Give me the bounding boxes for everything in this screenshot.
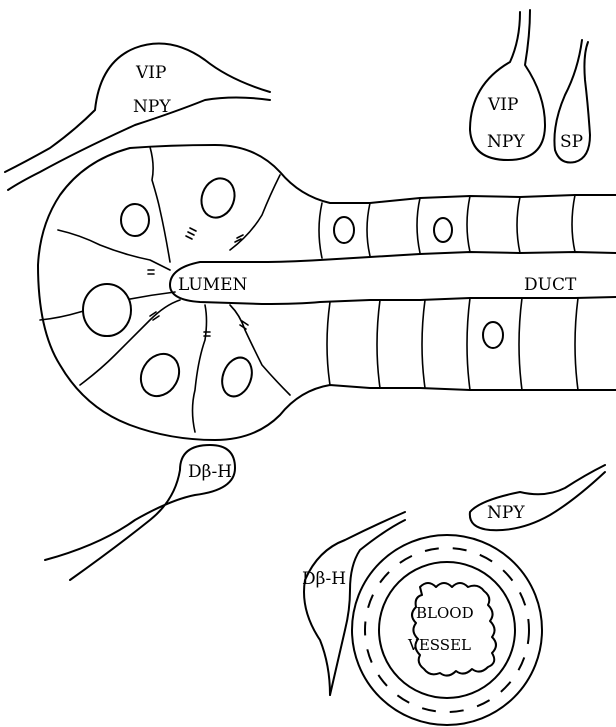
label-npy-bottom: NPY bbox=[487, 503, 525, 523]
nucleus bbox=[121, 204, 149, 236]
label-vessel: VESSEL bbox=[407, 636, 471, 654]
neuron-npy-bottom: NPY bbox=[470, 465, 605, 530]
acinus-and-duct: LUMEN DUCT bbox=[38, 145, 616, 440]
label-dbh-left: Dβ-H bbox=[188, 462, 232, 482]
label-lumen: LUMEN bbox=[178, 275, 248, 295]
label-blood: BLOOD bbox=[416, 604, 474, 622]
label-duct: DUCT bbox=[524, 275, 577, 295]
nucleus bbox=[217, 353, 257, 400]
label-npy-left: NPY bbox=[133, 97, 171, 117]
nucleus bbox=[196, 174, 240, 223]
label-npy-right: NPY bbox=[487, 132, 525, 152]
neuron-sp: SP bbox=[554, 40, 590, 163]
label-vip-left: VIP bbox=[135, 63, 166, 83]
nucleus bbox=[334, 217, 354, 243]
nucleus bbox=[483, 322, 503, 348]
nucleus bbox=[133, 347, 186, 403]
neuron-vip-npy-left: VIP NPY bbox=[5, 44, 270, 190]
nucleus bbox=[434, 218, 452, 242]
label-dbh-bottom: Dβ-H bbox=[302, 569, 346, 589]
neuron-dbh-left: Dβ-H bbox=[45, 445, 235, 580]
blood-vessel: BLOOD VESSEL bbox=[352, 535, 542, 725]
label-vip-right: VIP bbox=[487, 95, 518, 115]
nucleus bbox=[83, 284, 131, 336]
neuron-vip-npy-right: VIP NPY bbox=[470, 10, 545, 160]
label-sp: SP bbox=[560, 132, 583, 152]
